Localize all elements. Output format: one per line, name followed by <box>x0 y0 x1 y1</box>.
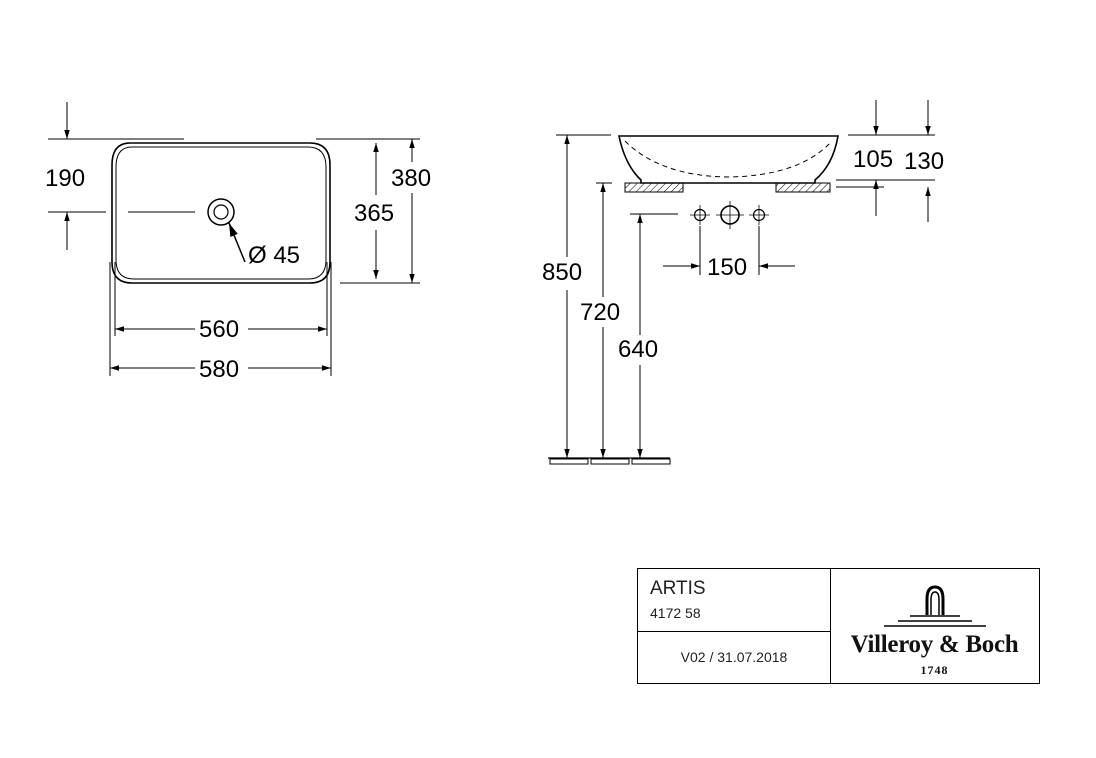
drawing-version: V02 / 31.07.2018 <box>680 649 788 665</box>
dim-640: 640 <box>618 336 658 363</box>
dim-365: 365 <box>354 200 394 227</box>
countertop-left <box>624 182 684 193</box>
dim-105: 105 <box>853 146 893 173</box>
floor-block <box>549 458 589 465</box>
dim-130: 130 <box>904 148 944 175</box>
dim-150: 150 <box>707 254 747 281</box>
title-block-divider <box>638 631 830 632</box>
dim-560: 560 <box>199 316 239 343</box>
title-block-brand: Villeroy & Boch 1748 <box>830 569 1039 683</box>
basin-side-profile <box>618 135 839 184</box>
floor-block <box>590 458 630 465</box>
dim-drain-diameter: Ø 45 <box>248 242 300 269</box>
side-view <box>548 100 935 465</box>
drain-outer <box>207 198 235 226</box>
dim-580: 580 <box>199 356 239 383</box>
dim-190: 190 <box>45 165 85 192</box>
title-block-info: ARTIS 4172 58 V02 / 31.07.2018 <box>638 569 831 683</box>
basin-outline-inner <box>115 146 327 280</box>
dim-380: 380 <box>391 165 431 192</box>
drain-inner <box>213 204 229 220</box>
product-code: 4172 58 <box>650 605 701 621</box>
brand-year: 1748 <box>920 663 949 677</box>
brand-name: Villeroy & Boch <box>850 631 1019 658</box>
drain-leader <box>228 222 246 263</box>
countertop-right <box>775 182 831 193</box>
dim-850: 850 <box>542 259 582 286</box>
product-name: ARTIS <box>650 578 706 599</box>
basin-inner-dashed <box>624 140 833 178</box>
dim-720: 720 <box>580 299 620 326</box>
floor-block <box>631 458 671 465</box>
villeroy-boch-fountain-logo-icon <box>884 585 986 627</box>
basin-outline-outer <box>111 142 331 284</box>
title-block: ARTIS 4172 58 V02 / 31.07.2018 Villeroy … <box>637 568 1040 684</box>
plan-view <box>48 102 420 376</box>
